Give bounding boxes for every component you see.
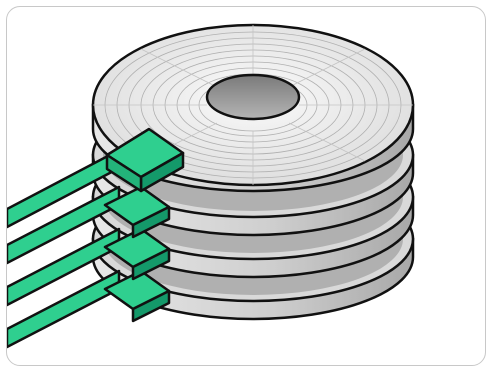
spindle-hole <box>207 75 299 119</box>
illustration-frame <box>6 6 486 366</box>
hard-disk-stack-illustration <box>7 7 486 366</box>
